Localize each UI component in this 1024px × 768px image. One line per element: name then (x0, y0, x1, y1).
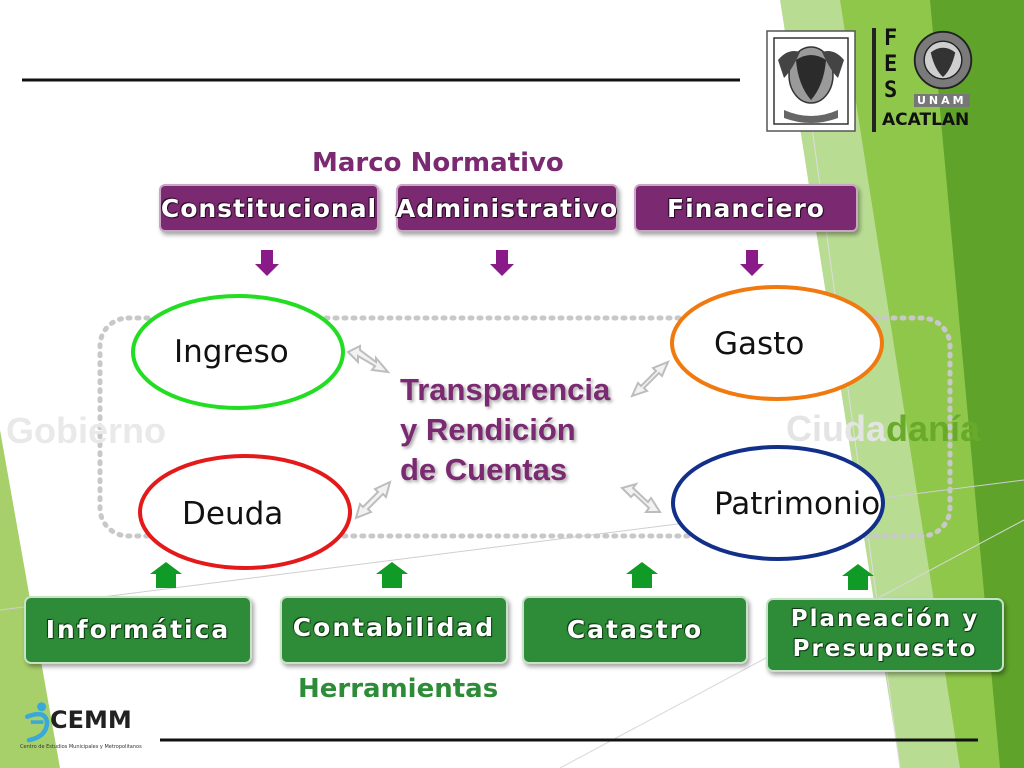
financiero-box: Financiero (634, 184, 858, 232)
fes-divider (872, 28, 876, 132)
constitucional-label: Constitucional (160, 193, 378, 223)
informatica-box: Informática (24, 596, 252, 664)
financiero-label: Financiero (667, 193, 825, 223)
unam-shield-icon (766, 30, 856, 132)
ciudadania-faded: Ciuda (786, 408, 887, 449)
gasto-ellipse (670, 285, 884, 401)
catastro-box: Catastro (522, 596, 748, 664)
informatica-label: Informática (45, 614, 231, 644)
gasto-label: Gasto (714, 326, 805, 362)
fes-letter-e: E (884, 52, 898, 77)
marco-normativo-heading: Marco Normativo (312, 148, 564, 178)
down-arrow-icon (490, 250, 514, 276)
center-line-1: Transparencia (400, 372, 611, 407)
fes-letter-f: F (884, 26, 898, 51)
up-arrow-icon (626, 562, 658, 588)
double-arrow-icon (620, 482, 662, 513)
up-arrow-icon (150, 562, 182, 588)
transparencia-text: Transparencia y Rendición de Cuentas (400, 370, 610, 490)
administrativo-box: Administrativo (396, 184, 618, 232)
fes-letter-s: S (884, 78, 898, 103)
gobierno-label: Gobierno (6, 410, 166, 451)
fes-emblem-icon (913, 30, 973, 90)
constitucional-box: Constitucional (159, 184, 379, 232)
herramientas-heading: Herramientas (298, 674, 499, 704)
down-arrow-icon (740, 250, 764, 276)
double-arrow-icon (354, 480, 392, 520)
patrimonio-label: Patrimonio (714, 486, 881, 522)
cemm-subtitle: Centro de Estudios Municipales y Metropo… (20, 744, 142, 750)
contabilidad-label: Contabilidad (292, 613, 496, 642)
ingreso-ellipse (131, 294, 345, 410)
up-arrow-icon (376, 562, 408, 588)
down-arrow-icon (255, 250, 279, 276)
patrimonio-ellipse (671, 445, 885, 561)
double-arrow-icon (630, 360, 670, 398)
cemm-symbol-icon (24, 702, 50, 743)
administrativo-label: Administrativo (395, 193, 619, 223)
acatlan-text: ACATLAN (882, 110, 970, 130)
unam-seal-logo (766, 30, 856, 132)
dotted-frame (97, 315, 953, 539)
cemm-logo: CEMM Centro de Estudios Municipales y Me… (12, 700, 152, 756)
center-line-2: y Rendición (400, 412, 576, 447)
ingreso-label: Ingreso (174, 334, 289, 370)
center-line-3: de Cuentas (400, 452, 568, 487)
up-arrow-icon (842, 564, 874, 590)
contabilidad-box: Contabilidad (280, 596, 508, 664)
catastro-label: Catastro (566, 614, 704, 644)
deuda-ellipse (138, 454, 352, 570)
double-arrow-icon (346, 344, 391, 374)
ciudadania-label: Ciudadanía (786, 408, 980, 450)
planeacion-label: Planeación y (790, 606, 980, 633)
cemm-text: CEMM (50, 706, 132, 734)
ciudadania-strong: danía (886, 408, 981, 449)
fes-logo: F E S UNAM ACATLAN (872, 26, 982, 134)
unam-text: UNAM (914, 94, 970, 107)
presupuesto-label: Presupuesto (792, 636, 978, 662)
deuda-label: Deuda (182, 496, 284, 532)
planeacion-box: Planeación y Presupuesto (766, 598, 1004, 672)
